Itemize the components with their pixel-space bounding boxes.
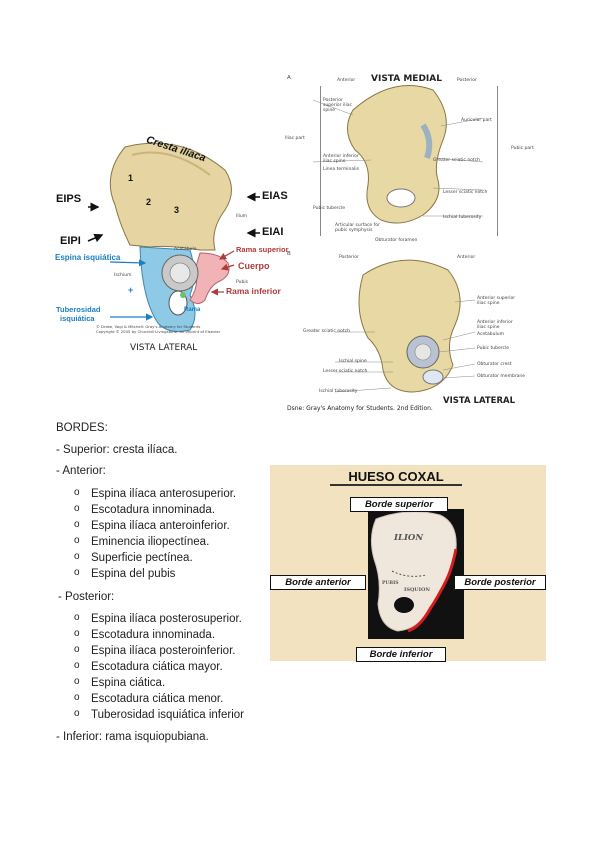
list-item: Espina del pubis <box>56 565 236 582</box>
a-ischial-tub: Ischial tuberosity <box>443 215 482 220</box>
b-ant-sup: Anterior superior iliac spine <box>477 296 516 306</box>
label-pubis: Pubis <box>236 280 248 285</box>
label-ilion: ILION <box>394 533 424 543</box>
a-articular: Articular surface for pubic symphysis <box>335 223 380 233</box>
list-item: Espina ciática. <box>56 674 244 691</box>
b-posterior: Posterior <box>339 255 359 260</box>
label-cuerpo: Cuerpo <box>238 261 270 271</box>
bordes-heading: BORDES: <box>56 422 108 434</box>
list-item: Espina ilíaca anterosuperior. <box>56 485 236 502</box>
list-item: Escotadura innominada. <box>56 626 244 643</box>
a-obturator: Obturator foramen <box>375 238 418 243</box>
coxal-photo: ILION ISQUION PUBIS <box>368 509 464 639</box>
b-pubic-tub: Pubic tubercle <box>477 346 509 351</box>
label-eiai: EIAI <box>262 226 284 238</box>
list-item: Escotadura innominada. <box>56 501 236 518</box>
a-pubic-tubercle: Pubic tubercle <box>313 206 345 211</box>
caption-vista-lateral-right: VISTA LATERAL <box>443 396 516 406</box>
label-plus: + <box>128 285 134 295</box>
borde-anterior-heading: - Anterior: <box>56 465 106 477</box>
tag-borde-anterior: Borde anterior <box>270 575 366 590</box>
a-pubic-part: Pubic part <box>511 146 534 151</box>
b-obturator-crest: Obturator crest <box>477 362 512 367</box>
borde-superior-line: - Superior: cresta ilíaca. <box>56 444 178 456</box>
label-tuberosidad-1: Tuberosidad <box>56 305 101 314</box>
b-acetabulum: Acetabulum <box>477 332 504 337</box>
tag-borde-superior: Borde superior <box>350 497 448 512</box>
a-iliac-part: Iliac part <box>285 136 305 141</box>
hueso-coxal-figure: HUESO COXAL ILION ISQUION PUBIS Borde su… <box>270 465 546 662</box>
list-item: Superficie pectínea. <box>56 549 236 566</box>
list-item: Eminencia iliopectínea. <box>56 533 236 550</box>
label-1: 1 <box>128 173 134 183</box>
coxal-lateral-drawing <box>87 142 260 332</box>
coxal-medial-lateral-drawing <box>312 85 498 393</box>
coxal-bone-drawing <box>370 511 458 633</box>
credit-line-2: Copyright © 2005 by Churchill Livingston… <box>96 329 221 334</box>
a-anterior: Anterior <box>337 78 356 83</box>
label-isquion: ISQUION <box>404 587 430 593</box>
tag-borde-inferior: Borde inferior <box>356 647 446 662</box>
label-rama-superior: Rama superior <box>236 245 289 254</box>
label-acetabulo: Acetábulo <box>174 247 197 252</box>
panel-label-b: B <box>287 251 291 257</box>
credit-line-1: © Drake, Vogl & Mitchell: Gray's Anatomy… <box>96 324 201 329</box>
anterior-list: Espina ilíaca anterosuperior. Escotadura… <box>56 485 236 582</box>
b-ant-inf: Anterior inferior iliac spine <box>477 320 513 330</box>
label-tuberosidad-2: isquiática <box>60 314 95 323</box>
a-greater-notch: Greater sciatic notch <box>433 158 481 163</box>
list-item: Escotadura ciática menor. <box>56 690 244 707</box>
left-coxal-figure: Cresta ilíaca EIPS EIAS EIPI EIAI 1 2 3 … <box>50 134 290 360</box>
label-2: 2 <box>146 197 152 207</box>
panel-label-a: A <box>287 75 291 81</box>
posterior-list: Espina ilíaca posterosuperior. Escotadur… <box>56 610 244 723</box>
list-item: Espina ilíaca anteroinferior. <box>56 517 236 534</box>
a-auricular: Auricular part <box>461 118 492 123</box>
list-item: Escotadura ciática mayor. <box>56 658 244 675</box>
b-obturator-membrane: Obturator membrane <box>477 374 526 379</box>
list-item: Tuberosidad isquiática inferior <box>56 706 244 723</box>
label-espina-isquiatica: Espina isquiática <box>55 253 121 262</box>
borde-inferior-line: - Inferior: rama isquiopubiana. <box>56 731 209 743</box>
label-eipi: EIPI <box>60 235 81 247</box>
a-anterior-inf: Anterior inferior iliac spine <box>323 154 359 164</box>
label-rama-inferior: Rama inferior <box>226 286 281 296</box>
label-ischium: Ischium <box>114 273 132 278</box>
b-ischial-tub: Ischial tuberosity <box>319 389 358 394</box>
coxal-title: HUESO COXAL <box>330 469 462 486</box>
label-pubis-coxal: PUBIS <box>382 581 399 586</box>
b-ischial-spine: Ischial spine <box>339 359 367 364</box>
label-3: 3 <box>174 205 180 215</box>
a-lesser-notch: Lesser sciatic notch <box>443 190 488 195</box>
a-posterior: Posterior <box>457 78 477 83</box>
b-lesser-notch: Lesser sciatic notch <box>323 369 368 374</box>
right-anatomy-figure: A VISTA MEDIAL Anterior Posterior Poster… <box>283 70 548 415</box>
b-anterior: Anterior <box>457 255 476 260</box>
caption-vista-lateral-left: VISTA LATERAL <box>130 343 198 353</box>
list-item: Espina ilíaca posteroinferior. <box>56 642 244 659</box>
label-rama: Rama <box>184 307 201 313</box>
label-eips: EIPS <box>56 193 82 205</box>
label-ilium: Ilium <box>236 214 248 219</box>
label-eias: EIAS <box>262 190 288 202</box>
a-linea: Linea terminalis <box>323 167 359 172</box>
tag-borde-posterior: Borde posterior <box>454 575 546 590</box>
a-posterior-sup: Posterior superior iliac spine <box>323 98 352 113</box>
list-item: Espina ilíaca posterosuperior. <box>56 610 244 627</box>
source-credit: Dsne: Gray's Anatomy for Students. 2nd E… <box>287 405 433 412</box>
b-greater-notch: Greater sciatic notch <box>303 329 351 334</box>
caption-vista-medial: VISTA MEDIAL <box>371 74 442 84</box>
borde-posterior-heading: - Posterior: <box>58 591 115 603</box>
